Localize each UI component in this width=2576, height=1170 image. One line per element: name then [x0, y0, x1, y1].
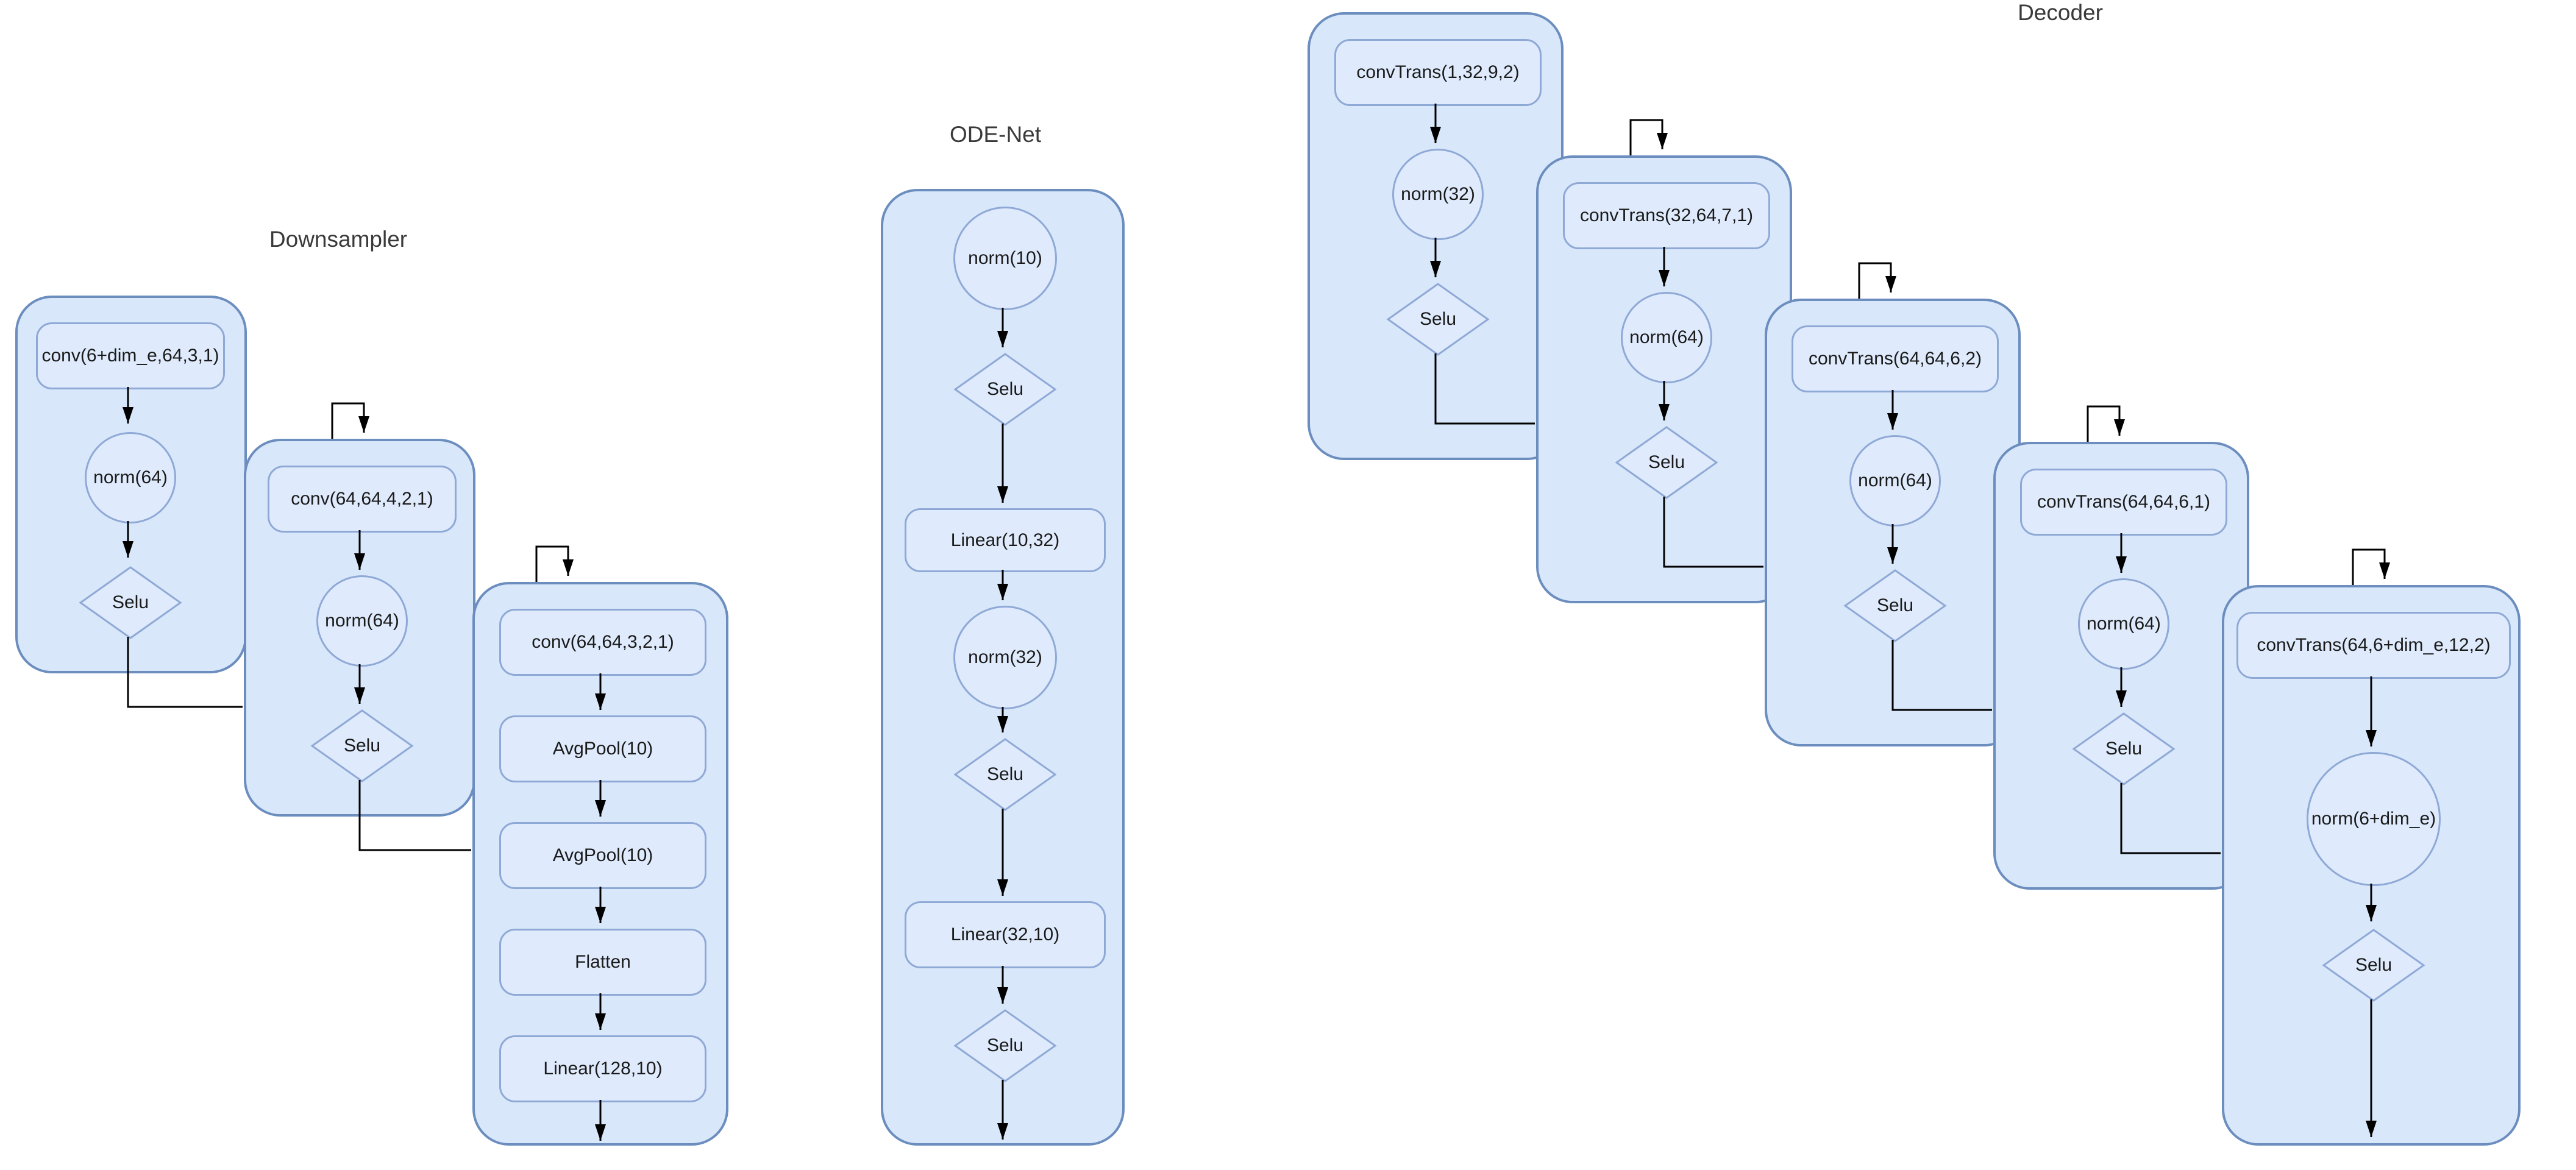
selu-node-label: Selu	[2355, 955, 2393, 975]
decoder-block-5: convTrans(64,6+dim_e,12,2) norm(6+dim_e)…	[2222, 585, 2521, 1146]
odenet-title: ODE-Net	[949, 122, 1042, 147]
conv-node: conv(6+dim_e,64,3,1)	[36, 322, 225, 389]
selu-node-label: Selu	[986, 379, 1024, 399]
decoder-block-3: convTrans(64,64,6,2) norm(64) Selu	[1765, 299, 2021, 746]
selu-node-label: Selu	[1419, 309, 1457, 329]
conv-node: conv(64,64,4,2,1)	[268, 466, 457, 533]
selu-node: Selu	[1615, 426, 1718, 499]
selu-node: Selu	[310, 709, 414, 782]
downsampler-block-3: conv(64,64,3,2,1) AvgPool(10) AvgPool(10…	[472, 582, 728, 1146]
selu-node-label: Selu	[1876, 595, 1914, 615]
avgpool-node-label: AvgPool(10)	[552, 739, 653, 759]
downsampler-block-1: conv(6+dim_e,64,3,1) norm(64) Selu	[15, 296, 247, 673]
diamond-shape-icon	[953, 738, 1057, 811]
norm-node: norm(64)	[85, 432, 176, 523]
selu-node: Selu	[953, 1009, 1057, 1082]
convtrans-node: convTrans(64,6+dim_e,12,2)	[2236, 612, 2511, 679]
selu-node: Selu	[2322, 929, 2425, 1002]
decoder-block-4: convTrans(64,64,6,1) norm(64) Selu	[1993, 442, 2249, 890]
avgpool-node-label: AvgPool(10)	[552, 845, 653, 865]
norm-node: norm(10)	[953, 207, 1057, 310]
linear-node: Linear(32,10)	[905, 901, 1106, 968]
skip-loop-connector	[331, 402, 369, 439]
convtrans-node: convTrans(64,64,6,2)	[1791, 325, 1999, 392]
conv-node-label: conv(64,64,4,2,1)	[291, 489, 433, 509]
convtrans-node: convTrans(1,32,9,2)	[1334, 39, 1542, 106]
linear-node-label: Linear(128,10)	[543, 1058, 663, 1079]
norm-node: norm(64)	[2078, 578, 2169, 670]
selu-node-label: Selu	[2105, 739, 2143, 759]
avgpool-node: AvgPool(10)	[499, 822, 706, 889]
linear-node-label: Linear(10,32)	[950, 530, 1060, 550]
selu-node: Selu	[953, 738, 1057, 811]
norm-node-label: norm(32)	[1401, 184, 1475, 204]
norm-node: norm(32)	[1392, 149, 1484, 240]
odenet-block: norm(10) Selu Linear(10,32) norm(32) Sel…	[881, 189, 1125, 1146]
diamond-shape-icon	[953, 353, 1057, 426]
conv-node-label: conv(64,64,3,2,1)	[532, 632, 674, 652]
skip-loop-connector	[1858, 262, 1896, 299]
selu-node: Selu	[79, 566, 182, 639]
skip-loop-connector	[2087, 405, 2125, 442]
convtrans-node-label: convTrans(64,64,6,1)	[2037, 492, 2211, 512]
downsampler-title: Downsampler	[269, 227, 408, 252]
convtrans-node-label: convTrans(64,64,6,2)	[1808, 349, 1982, 369]
convtrans-node-label: convTrans(1,32,9,2)	[1356, 62, 1520, 82]
selu-node-label: Selu	[112, 592, 149, 612]
norm-node-label: norm(10)	[968, 248, 1042, 268]
avgpool-node: AvgPool(10)	[499, 715, 706, 782]
convtrans-node: convTrans(32,64,7,1)	[1563, 182, 1770, 249]
skip-loop-connector	[535, 545, 574, 582]
norm-node: norm(64)	[316, 575, 408, 667]
convtrans-node: convTrans(64,64,6,1)	[2020, 469, 2227, 536]
norm-node-label: norm(64)	[93, 467, 168, 488]
diamond-shape-icon	[2322, 929, 2425, 1002]
selu-node-label: Selu	[1648, 452, 1685, 472]
decoder-block-2: convTrans(32,64,7,1) norm(64) Selu	[1536, 155, 1792, 603]
convtrans-node-label: convTrans(32,64,7,1)	[1579, 205, 1754, 225]
selu-node-label: Selu	[986, 1035, 1024, 1055]
norm-node-label: norm(6+dim_e)	[2311, 809, 2436, 829]
selu-node: Selu	[1843, 569, 1947, 642]
flatten-node-label: Flatten	[575, 952, 631, 972]
norm-node-label: norm(32)	[968, 647, 1042, 667]
diamond-shape-icon	[953, 1009, 1057, 1082]
skip-loop-connector	[2352, 548, 2390, 585]
norm-node: norm(64)	[1621, 292, 1712, 383]
decoder-title: Decoder	[2018, 0, 2103, 25]
norm-node: norm(6+dim_e)	[2307, 752, 2441, 886]
linear-node-label: Linear(32,10)	[950, 924, 1060, 945]
skip-loop-connector	[1629, 119, 1668, 155]
norm-node-label: norm(64)	[325, 611, 399, 631]
selu-node: Selu	[953, 353, 1057, 426]
selu-node-label: Selu	[986, 764, 1024, 784]
linear-node: Linear(128,10)	[499, 1035, 706, 1102]
conv-node-label: conv(6+dim_e,64,3,1)	[41, 346, 219, 366]
selu-node: Selu	[2072, 712, 2176, 785]
selu-node: Selu	[1386, 283, 1490, 356]
norm-node-label: norm(64)	[1858, 470, 1932, 491]
norm-node-label: norm(64)	[1629, 327, 1704, 347]
conv-node: conv(64,64,3,2,1)	[499, 609, 706, 676]
flatten-node: Flatten	[499, 929, 706, 996]
linear-node: Linear(10,32)	[905, 508, 1106, 572]
norm-node: norm(64)	[1849, 435, 1941, 526]
selu-node-label: Selu	[343, 736, 381, 756]
norm-node: norm(32)	[953, 606, 1057, 709]
decoder-block-1: convTrans(1,32,9,2) norm(32) Selu	[1308, 12, 1564, 460]
norm-node-label: norm(64)	[2087, 614, 2161, 634]
downsampler-block-2: conv(64,64,4,2,1) norm(64) Selu	[244, 439, 475, 817]
convtrans-node-label: convTrans(64,6+dim_e,12,2)	[2257, 635, 2491, 655]
